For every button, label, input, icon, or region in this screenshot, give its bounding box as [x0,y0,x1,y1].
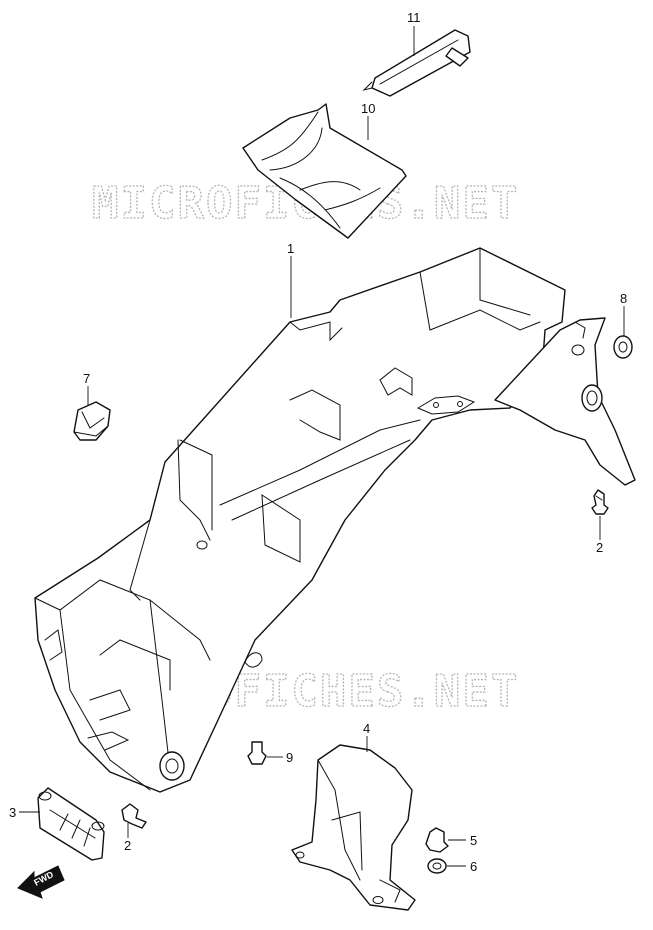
callout-1: 1 [287,241,294,256]
part-2-bolt-upper[interactable] [591,489,609,515]
callout-3: 3 [9,805,16,820]
part-6-washer[interactable] [427,858,447,874]
part-9-rivet[interactable] [247,741,267,765]
callout-2-upper: 2 [596,540,603,555]
callout-8: 8 [620,291,627,306]
part-4-mudguard[interactable] [291,744,416,911]
callout-9: 9 [286,750,293,765]
part-7-clip[interactable] [73,401,111,441]
part-3-bracket[interactable] [37,787,105,861]
part-2-bolt-lower[interactable] [121,803,147,829]
callout-6: 6 [470,859,477,874]
part-1-rear-fender[interactable] [34,247,636,793]
callout-5: 5 [470,833,477,848]
callout-7: 7 [83,371,90,386]
callout-4: 4 [363,721,370,736]
part-8-washer[interactable] [613,335,633,359]
callouts: 11 10 1 8 7 2 4 9 3 2 5 6 [9,10,627,874]
part-10-pad[interactable] [242,103,407,239]
fwd-arrow-icon: FWD [17,865,65,899]
part-5-bolt[interactable] [425,827,449,853]
leader-lines [19,26,625,867]
part-11-strap[interactable] [362,29,471,97]
callout-10: 10 [361,101,375,116]
callout-11: 11 [407,10,421,25]
callout-2-lower: 2 [124,838,131,853]
